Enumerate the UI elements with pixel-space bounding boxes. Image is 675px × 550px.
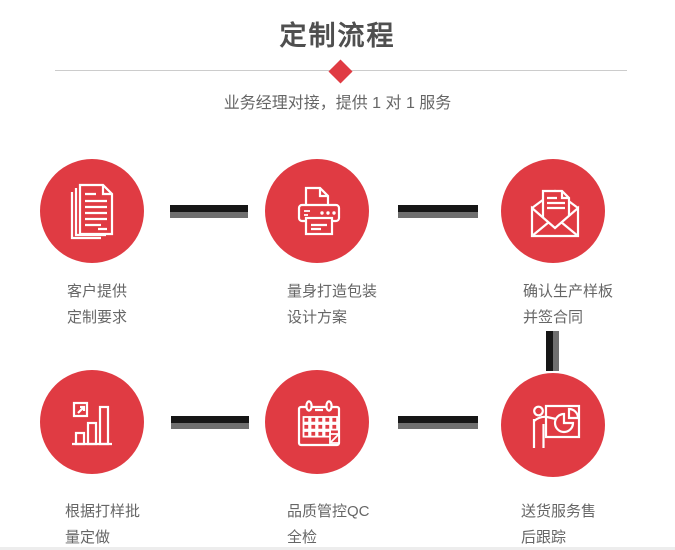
step-2-caption-line1: 量身打造包装 <box>287 283 378 300</box>
step-6-caption: 送货服务售 后跟踪 <box>521 499 596 550</box>
step-1-caption: 客户提供 定制要求 <box>67 279 127 331</box>
calendar-icon <box>297 400 341 447</box>
step-3-caption: 确认生产样板 并签合同 <box>523 279 613 331</box>
connector-step2-step3 <box>398 205 478 218</box>
diamond-accent-icon <box>328 59 353 84</box>
connector-step4-step5 <box>171 416 249 429</box>
process-step-3 <box>501 159 605 263</box>
process-step-4 <box>40 370 144 474</box>
step-1-caption-line2: 定制要求 <box>67 309 128 326</box>
envelope-icon <box>530 189 580 238</box>
presenter-icon <box>532 404 581 448</box>
step-4-caption-line2: 量定做 <box>65 529 111 546</box>
step-1-caption-line1: 客户提供 <box>67 283 128 300</box>
step-5-caption-line1: 品质管控QC <box>287 503 370 520</box>
bottom-section-edge <box>0 547 675 550</box>
step-4-caption: 根据打样批 量定做 <box>65 499 140 550</box>
step-2-caption: 量身打造包装 设计方案 <box>287 279 377 331</box>
step-2-caption-line2: 设计方案 <box>287 309 348 326</box>
step-3-caption-line1: 确认生产样板 <box>523 283 614 300</box>
step-6-caption-line1: 送货服务售 <box>521 503 597 520</box>
connector-step3-step6 <box>546 331 559 371</box>
connector-step1-step2 <box>170 205 248 218</box>
process-step-2 <box>265 159 369 263</box>
process-step-1 <box>40 159 144 263</box>
documents-icon <box>70 183 114 240</box>
process-step-6 <box>501 373 605 477</box>
step-4-caption-line1: 根据打样批 <box>65 503 141 520</box>
page-title: 定制流程 <box>279 21 396 51</box>
printer-icon <box>297 186 341 236</box>
step-3-caption-line2: 并签合同 <box>523 309 584 326</box>
page-subtitle: 业务经理对接，提供 1 对 1 服务 <box>223 95 452 112</box>
step-5-caption: 品质管控QC 全检 <box>287 499 370 550</box>
bar-chart-icon <box>72 401 112 446</box>
process-step-5 <box>265 370 369 474</box>
step-5-caption-line2: 全检 <box>287 529 318 546</box>
connector-step5-step6 <box>398 416 478 429</box>
step-6-caption-line2: 后跟踪 <box>521 529 567 546</box>
